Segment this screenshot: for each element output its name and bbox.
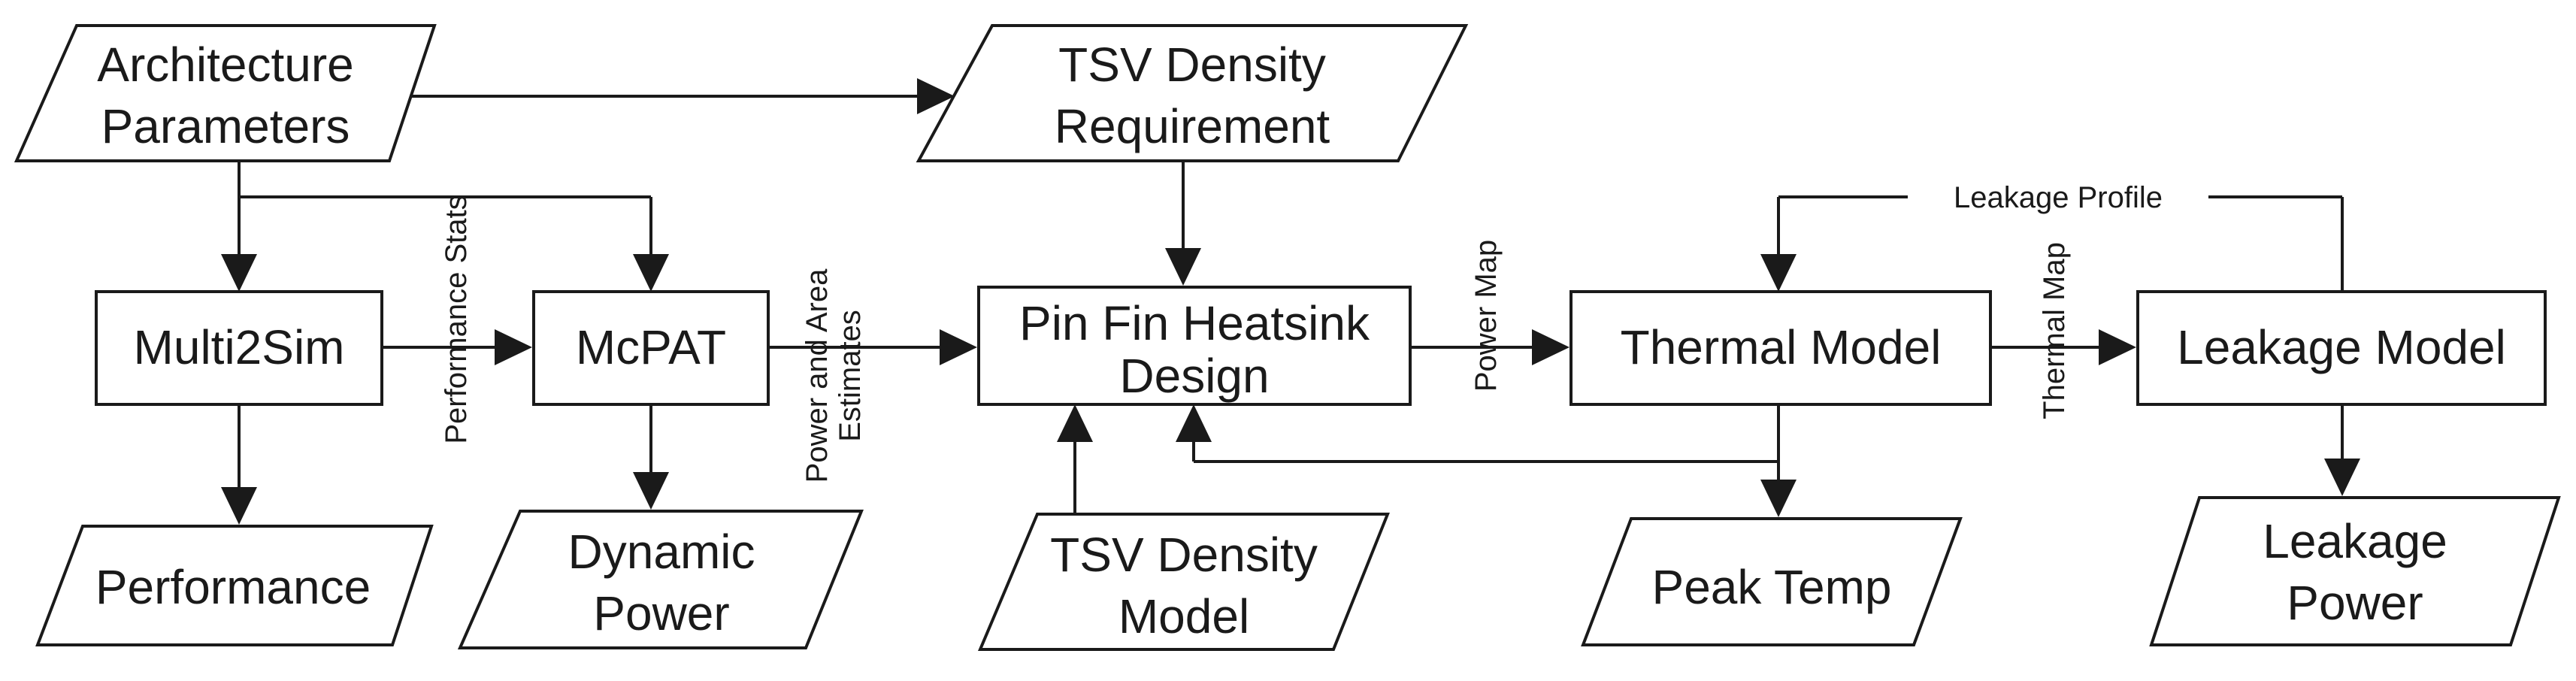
node-dynamic-power-line2: Power xyxy=(593,586,729,640)
arrowhead xyxy=(633,472,669,510)
label-power-and-area-line2: Estimates xyxy=(834,310,867,442)
label-power-and-area-line1: Power and Area xyxy=(801,268,834,483)
node-multi2sim-label: Multi2Sim xyxy=(134,320,345,374)
arrowhead xyxy=(1165,248,1201,286)
arrowhead xyxy=(1057,404,1093,442)
node-tsv-density-requirement-line1: TSV Density xyxy=(1058,38,1326,92)
node-dynamic-power-line1: Dynamic xyxy=(568,525,755,579)
node-performance-label: Performance xyxy=(95,560,371,614)
node-peak-temp-label: Peak Temp xyxy=(1652,560,1892,614)
node-tsv-density-model: TSV Density Model xyxy=(977,513,1390,651)
arrowhead xyxy=(940,329,977,365)
node-tsv-density-requirement: TSV Density Requirement xyxy=(916,24,1469,162)
node-peak-temp: Peak Temp xyxy=(1581,517,1963,646)
label-thermal-map: Thermal Map xyxy=(2038,242,2071,419)
node-architecture-parameters-line2: Parameters xyxy=(101,99,350,153)
label-leakage-profile: Leakage Profile xyxy=(1954,181,2163,214)
node-leakage-model-label: Leakage Model xyxy=(2177,320,2506,374)
label-power-map: Power Map xyxy=(1470,240,1503,392)
node-tsv-density-requirement-line2: Requirement xyxy=(1055,99,1330,153)
node-thermal-model-label: Thermal Model xyxy=(1621,320,1942,374)
node-mcpat-label: McPAT xyxy=(576,320,726,374)
arrowhead xyxy=(1760,254,1797,292)
node-pin-fin-heatsink-design-line2: Design xyxy=(1119,349,1269,403)
node-tsv-density-model-line1: TSV Density xyxy=(1050,528,1318,582)
node-performance: Performance xyxy=(35,525,434,646)
arrowhead xyxy=(221,487,257,525)
node-leakage-power-line1: Leakage xyxy=(2263,514,2447,568)
node-mcpat: McPAT xyxy=(532,290,770,406)
leakage-profile-label-bg xyxy=(1908,179,2208,215)
node-pin-fin-heatsink-design: Pin Fin Heatsink Design xyxy=(977,286,1412,406)
label-performance-stats: Performance Stats xyxy=(440,195,473,443)
node-thermal-model: Thermal Model xyxy=(1570,290,1992,406)
arrowhead xyxy=(917,78,955,114)
node-architecture-parameters: Architecture Parameters xyxy=(14,24,437,162)
arrowhead xyxy=(221,254,257,292)
arrowhead xyxy=(633,254,669,292)
node-tsv-density-model-line2: Model xyxy=(1118,589,1249,643)
node-multi2sim: Multi2Sim xyxy=(95,290,383,406)
node-leakage-power-line2: Power xyxy=(2287,576,2423,630)
node-pin-fin-heatsink-design-line1: Pin Fin Heatsink xyxy=(1019,296,1370,350)
arrowhead xyxy=(1760,480,1797,517)
node-dynamic-power: Dynamic Power xyxy=(457,510,864,649)
label-power-and-area-estimates: Power and Area Estimates xyxy=(801,268,867,483)
arrowhead xyxy=(2324,459,2360,496)
node-leakage-model: Leakage Model xyxy=(2136,290,2547,406)
arrowhead xyxy=(2099,329,2136,365)
node-architecture-parameters-line1: Architecture xyxy=(97,38,353,92)
arrowhead xyxy=(1532,329,1570,365)
arrowhead xyxy=(495,329,532,365)
arrowhead xyxy=(1176,404,1212,442)
node-leakage-power: Leakage Power xyxy=(2149,496,2561,646)
